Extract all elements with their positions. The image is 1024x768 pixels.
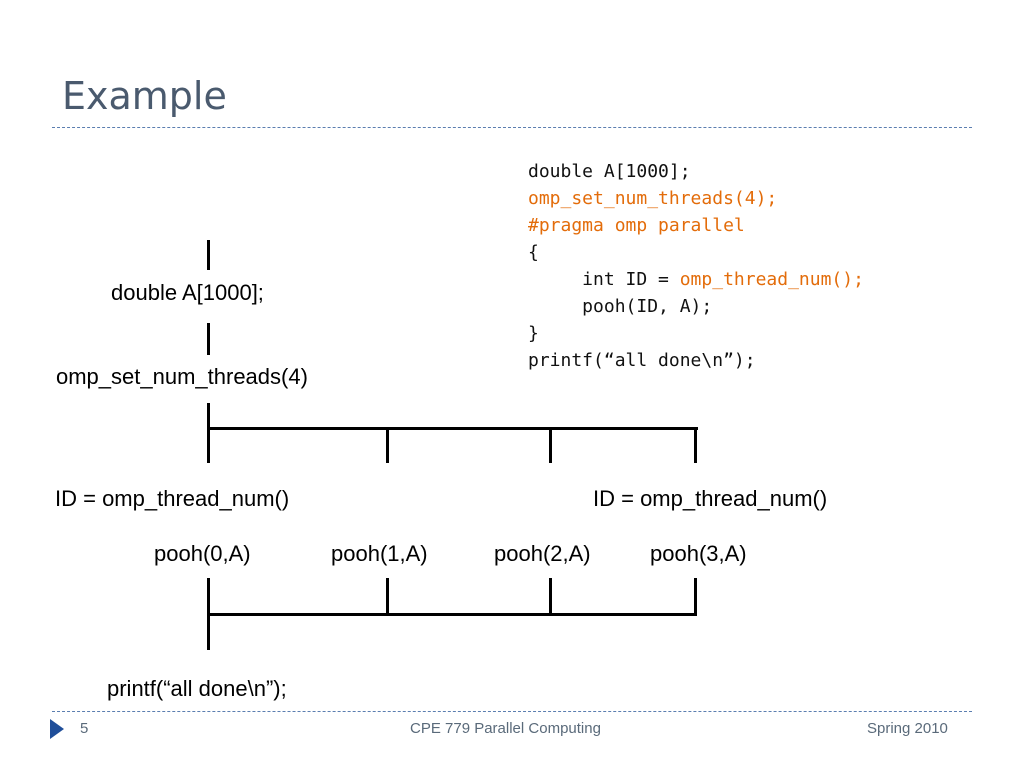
code-line-2: omp_set_num_threads(4);	[528, 188, 778, 209]
join-thread-2	[549, 578, 552, 616]
code-line-6: pooh(ID, A);	[528, 296, 713, 317]
footer-course: CPE 779 Parallel Computing	[410, 720, 601, 737]
fork-bar	[207, 427, 698, 430]
footer-divider	[52, 711, 972, 712]
pooh-call-2: pooh(2,A)	[494, 541, 591, 566]
code-line-7: }	[528, 323, 539, 344]
declare-label: double A[1000];	[111, 280, 264, 305]
fork-thread-3	[694, 427, 697, 463]
title-divider	[52, 127, 972, 128]
pooh-call-0: pooh(0,A)	[154, 541, 251, 566]
code-line-3: #pragma omp parallel	[528, 215, 745, 236]
set-threads-label: omp_set_num_threads(4)	[56, 364, 308, 389]
fork-thread-0	[207, 403, 210, 463]
fork-thread-1	[386, 427, 389, 463]
fork-thread-2	[549, 427, 552, 463]
pooh-call-3: pooh(3,A)	[650, 541, 747, 566]
join-bar	[207, 613, 697, 616]
main-thread-segment-2	[207, 323, 210, 355]
code-line-8: printf(“all done\n”);	[528, 350, 756, 371]
join-thread-3	[694, 578, 697, 616]
main-thread-segment-1	[207, 240, 210, 270]
join-thread-1	[386, 578, 389, 616]
code-line-4: {	[528, 242, 539, 263]
thread-id-label-right: ID = omp_thread_num()	[593, 486, 828, 511]
footer-term: Spring 2010	[867, 720, 948, 737]
slide-title: Example	[62, 74, 227, 118]
printf-label: printf(“all done\n”);	[107, 676, 287, 701]
code-line-1: double A[1000];	[528, 161, 691, 182]
bullet-arrow-icon	[50, 719, 64, 739]
pooh-call-1: pooh(1,A)	[331, 541, 428, 566]
code-listing: double A[1000]; omp_set_num_threads(4); …	[528, 158, 864, 374]
page-number: 5	[80, 720, 89, 737]
thread-id-label-left: ID = omp_thread_num()	[55, 486, 290, 511]
code-line-5: int ID = omp_thread_num();	[528, 269, 864, 290]
